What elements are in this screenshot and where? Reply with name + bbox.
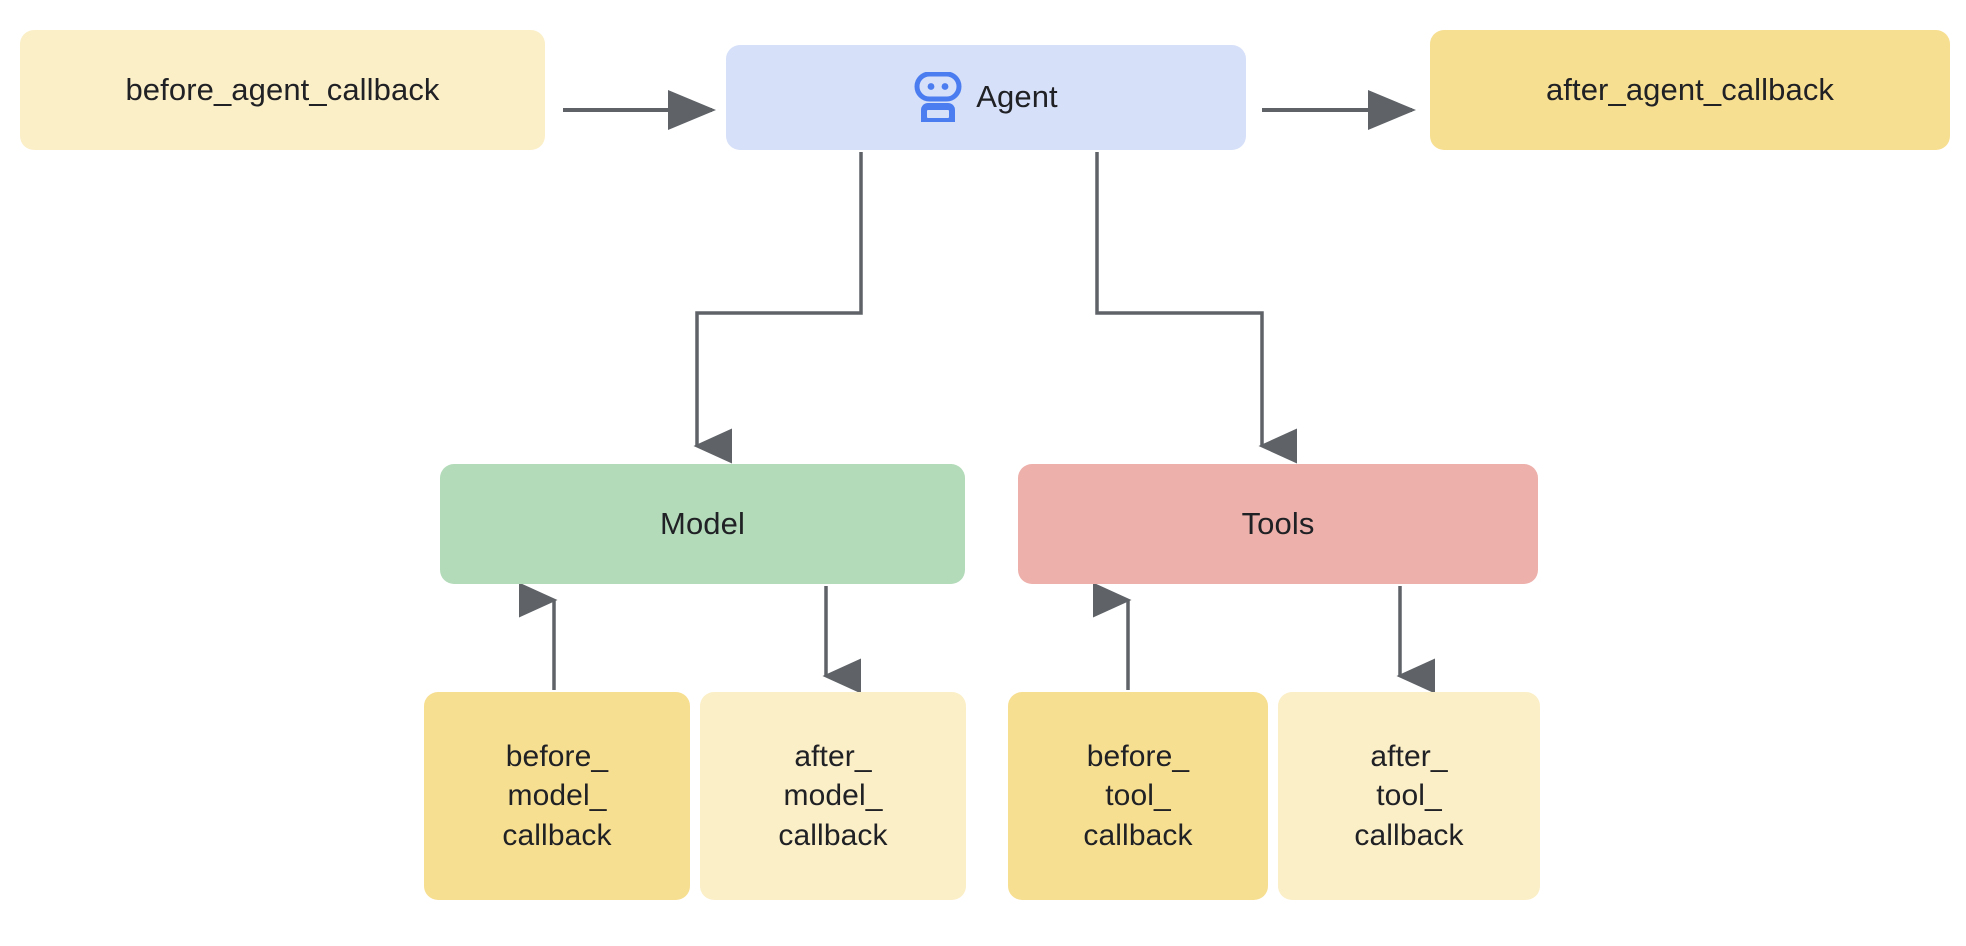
node-model[interactable]: Model	[440, 464, 965, 584]
node-label: after_ model_ callback	[778, 739, 888, 852]
node-label: Model	[660, 505, 745, 541]
node-before-agent-callback[interactable]: before_agent_callback	[20, 30, 545, 150]
node-after-tool-callback[interactable]: after_ tool_ callback	[1278, 692, 1540, 900]
node-label: Tools	[1241, 505, 1315, 541]
node-tools[interactable]: Tools	[1018, 464, 1538, 584]
node-label: before_agent_callback	[125, 71, 440, 107]
node-label: after_ tool_ callback	[1354, 739, 1464, 852]
edge-agent-to-tools	[1095, 152, 1297, 464]
robot-icon	[914, 71, 962, 122]
node-label: before_ model_ callback	[502, 739, 612, 852]
node-label: after_agent_callback	[1545, 71, 1835, 107]
node-after-agent-callback[interactable]: after_agent_callback	[1430, 30, 1950, 150]
node-after-model-callback[interactable]: after_ model_ callback	[700, 692, 966, 900]
edge-agent-to-model	[693, 152, 863, 464]
node-label: Agent	[976, 79, 1058, 115]
node-before-tool-callback[interactable]: before_ tool_ callback	[1008, 692, 1268, 900]
node-agent[interactable]: Agent	[726, 45, 1246, 150]
node-label: before_ tool_ callback	[1083, 739, 1193, 852]
node-before-model-callback[interactable]: before_ model_ callback	[424, 692, 690, 900]
